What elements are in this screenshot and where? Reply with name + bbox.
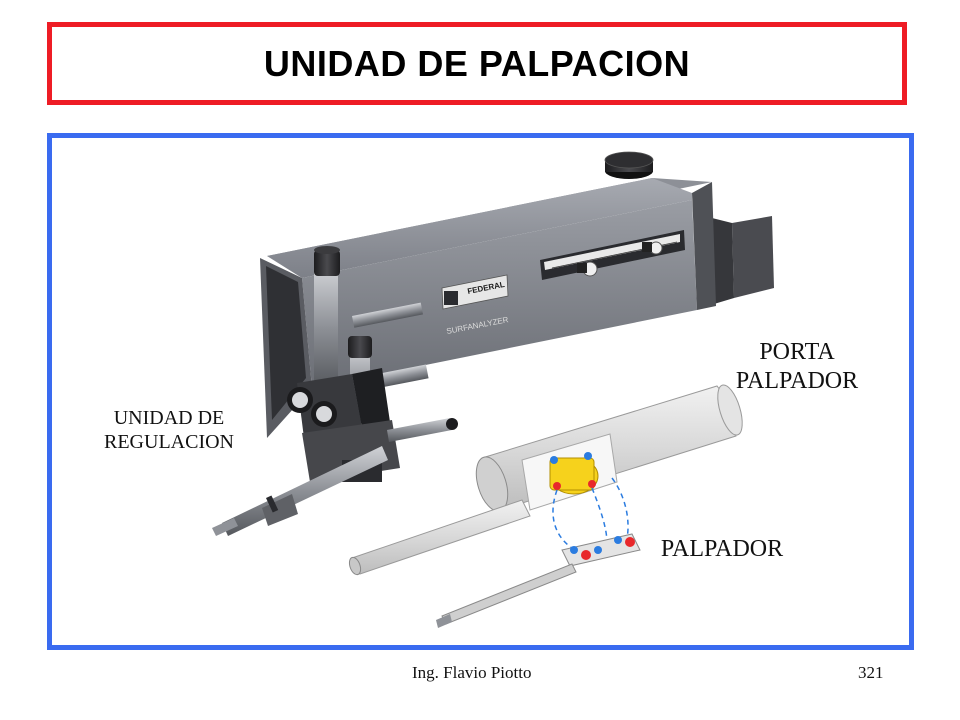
title-box: UNIDAD DE PALPACION <box>47 22 907 105</box>
surfanalyzer-body: FEDERAL SURFANALYZER <box>260 151 774 438</box>
instrument-illustration: FEDERAL SURFANALYZER <box>212 151 774 628</box>
probe-holder-illustration <box>348 384 743 576</box>
label-line: PALPADOR <box>735 367 859 394</box>
yellow-probe-holder <box>549 452 599 495</box>
probe-illustration <box>436 533 641 628</box>
footer-page-number: 321 <box>858 663 884 682</box>
label-porta-palpador: PORTA PALPADOR <box>722 338 872 396</box>
label-line: REGULACION <box>104 431 234 453</box>
label-palpador: PALPADOR <box>660 536 784 562</box>
regulation-unit-mechanism <box>212 246 458 536</box>
label-line: PORTA <box>759 339 835 365</box>
footer-author: Ing. Flavio Piotto <box>412 663 532 682</box>
content-frame: FEDERAL SURFANALYZER <box>47 133 914 650</box>
slide-title: UNIDAD DE PALPACION <box>263 42 691 84</box>
label-unidad-regulacion: UNIDAD DE REGULACION <box>84 406 254 454</box>
label-line: UNIDAD DE <box>113 407 225 429</box>
